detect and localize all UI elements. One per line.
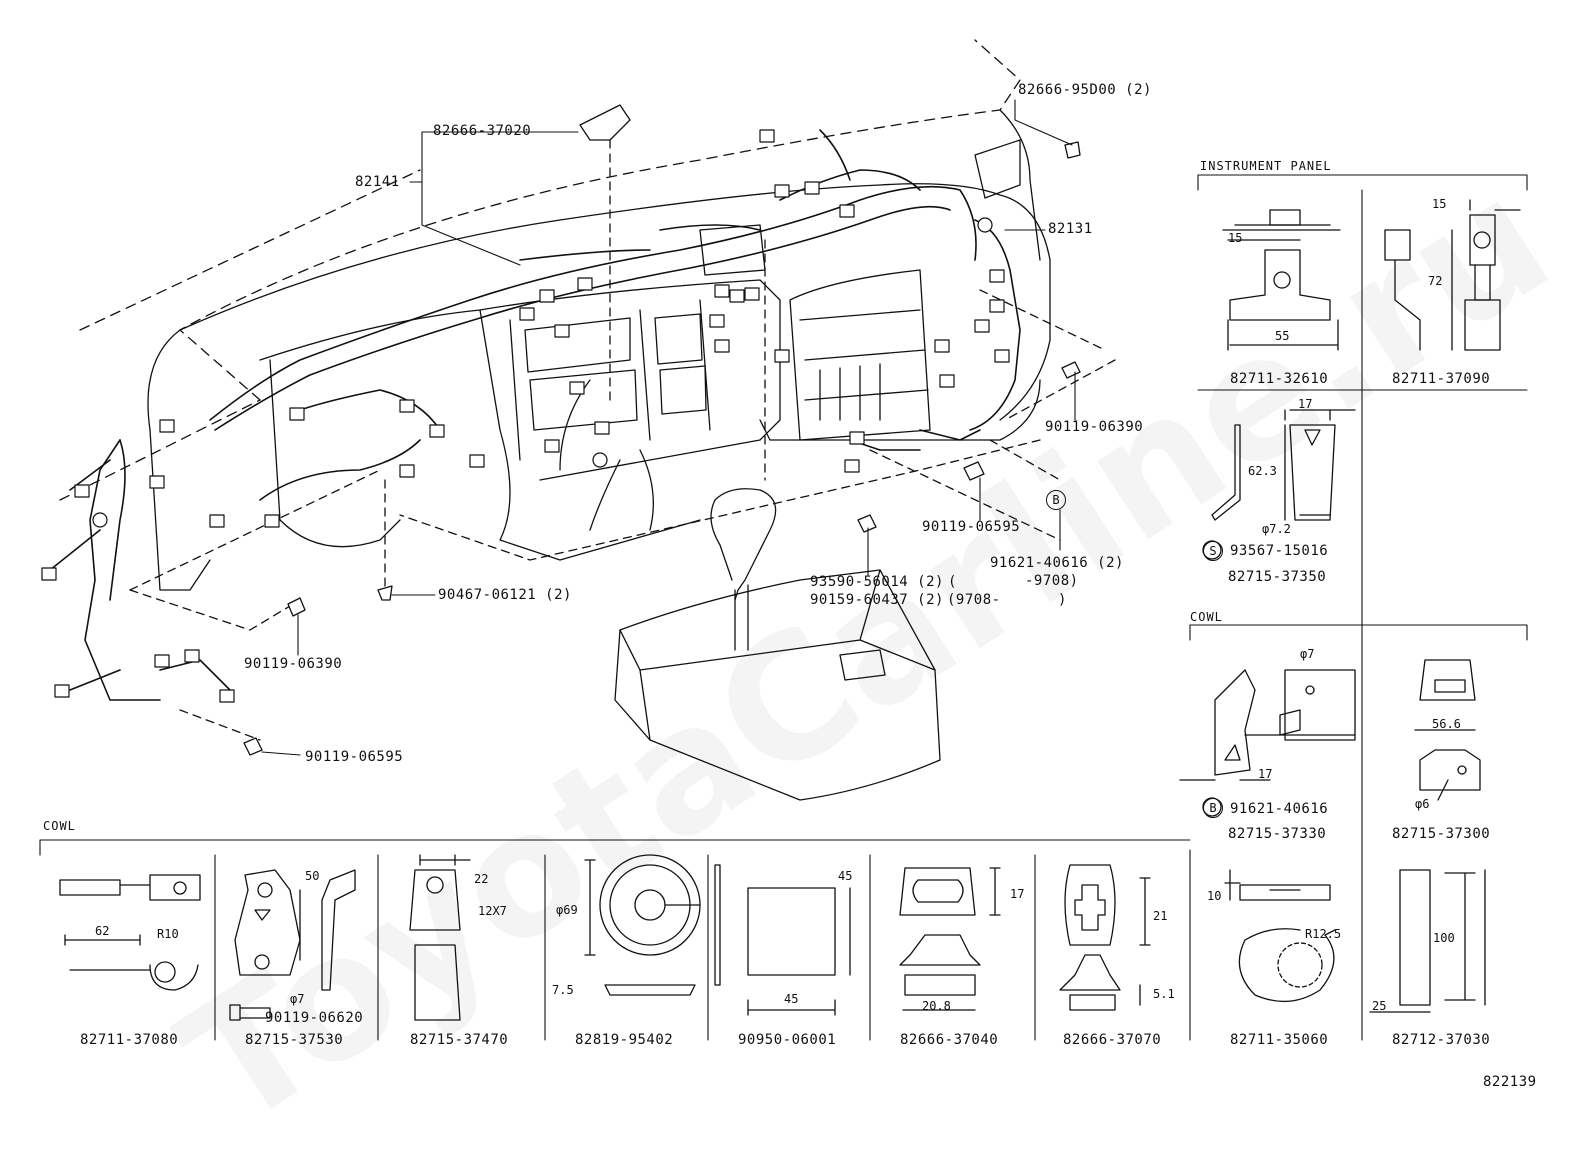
label-90119-06595-right: 90119-06595: [922, 519, 1021, 535]
clip-82715-37300-shape: [1414, 659, 1481, 801]
clip-82711-35060-shape: [1224, 869, 1336, 1003]
clip-82666-37070-shape: [1059, 864, 1151, 1011]
label-82666-95d00: 82666-95D00 (2): [1018, 82, 1152, 98]
pad-90950-06001-shape: [714, 864, 851, 1016]
label-90119-06390-right: 90119-06390: [1045, 419, 1144, 435]
dim-ip-17: 17: [1298, 397, 1313, 411]
dim-b-50: 50: [305, 869, 320, 883]
detail-82715-37530: 82715-37530: [245, 1032, 344, 1048]
dim-cowl-7: φ7: [1300, 647, 1315, 661]
clip-82712-37030-shape: [1369, 869, 1486, 1013]
detail-82666-37040: 82666-37040: [900, 1032, 999, 1048]
label-82141: 82141: [355, 174, 400, 190]
detail-82715-37300: 82715-37300: [1392, 826, 1491, 842]
detail-82715-37330: 82715-37330: [1228, 826, 1327, 842]
dim-b-17: 17: [1010, 887, 1025, 901]
detail-82819-95402: 82819-95402: [575, 1032, 674, 1048]
dim-ip-72: 72: [1428, 274, 1443, 288]
dim-b-5-1: 5.1: [1153, 987, 1175, 1001]
label-leaders: [261, 99, 1076, 756]
label-90119-06595-left: 90119-06595: [305, 749, 404, 765]
label-90159-60437: 90159-60437 (2): [810, 592, 944, 608]
shift-console: [614, 488, 941, 801]
dim-b-12x7: 12X7: [478, 904, 507, 918]
diagram-drawing: [39, 39, 1528, 1041]
dim-b-25: 25: [1372, 999, 1387, 1013]
dim-b-r10: R10: [157, 927, 179, 941]
dim-b-62: 62: [95, 924, 110, 938]
detail-82712-37030: 82712-37030: [1392, 1032, 1491, 1048]
detail-82711-35060: 82711-35060: [1230, 1032, 1329, 1048]
clip-82715-37350-shape: [1202, 409, 1356, 560]
dim-ip-7-2: φ7.2: [1262, 522, 1291, 536]
dim-ip-15a: 15: [1228, 231, 1243, 245]
dim-ip-15b: 15: [1432, 197, 1447, 211]
label-9708-b: (9708-: [947, 592, 1001, 608]
dim-b-10: 10: [1207, 889, 1222, 903]
clip-82715-37330-shape: [1179, 669, 1356, 817]
clip-82715-37530-shape: [229, 869, 356, 1021]
dim-cowl-56-6: 56.6: [1432, 717, 1461, 731]
detail-82711-37090: 82711-37090: [1392, 371, 1491, 387]
callout-b-detail: B: [1203, 798, 1223, 818]
section-cowl-bottom: COWL: [43, 819, 76, 833]
detail-82711-32610: 82711-32610: [1230, 371, 1329, 387]
cowl-right-box: [1189, 624, 1528, 851]
detail-82711-37080: 82711-37080: [80, 1032, 179, 1048]
dim-b-r12-5: R12.5: [1305, 927, 1342, 941]
label-90119-06390-left: 90119-06390: [244, 656, 343, 672]
label-90467-06121: 90467-06121 (2): [438, 587, 572, 603]
dim-b-45a: 45: [838, 869, 853, 883]
bolts: [243, 361, 1081, 756]
detail-90950-06001: 90950-06001: [738, 1032, 837, 1048]
callout-b-main: B: [1046, 490, 1066, 510]
callout-s-detail: S: [1203, 541, 1223, 561]
dim-b-45b: 45: [784, 992, 799, 1006]
dim-cowl-6: φ6: [1415, 797, 1430, 811]
section-cowl-right: COWL: [1190, 610, 1223, 624]
detail-82715-37350: 82715-37350: [1228, 569, 1327, 585]
detail-93567-15016: 93567-15016: [1230, 543, 1329, 559]
parts-diagram: ToyotaCarline.ru: [39, 39, 1582, 1166]
instrument-panel-box: [1197, 174, 1528, 641]
label-82131: 82131: [1048, 221, 1093, 237]
label-paren-open: (: [948, 574, 957, 590]
label-93590-56014: 93590-56014 (2): [810, 574, 944, 590]
dim-b-100: 100: [1433, 931, 1455, 945]
dim-b-20-8: 20.8: [922, 999, 951, 1013]
clip-82666-95d00-shape: [1064, 141, 1081, 159]
dim-b-7: φ7: [290, 992, 305, 1006]
label-paren-close: ): [1058, 592, 1067, 608]
dim-b-21: 21: [1153, 909, 1168, 923]
clip-82715-37470-shape: [409, 854, 471, 1021]
detail-90119-06620: 90119-06620: [265, 1010, 364, 1026]
dim-ip-62-3: 62.3: [1248, 464, 1277, 478]
detail-82715-37470: 82715-37470: [410, 1032, 509, 1048]
section-instrument-panel: INSTRUMENT PANEL: [1200, 159, 1332, 173]
detail-82666-37070: 82666-37070: [1063, 1032, 1162, 1048]
dashed-leaders: [129, 139, 1116, 741]
cowl-bottom-box: [39, 839, 1191, 1041]
harness-connectors: [41, 129, 1010, 703]
clip-82666-37040-shape: [899, 867, 1001, 1011]
detail-91621-40616: 91621-40616: [1230, 801, 1329, 817]
label-9708-a: -9708): [1025, 573, 1079, 589]
dim-cowl-17: 17: [1258, 767, 1273, 781]
clip-82711-37080-shape: [59, 874, 201, 991]
dashboard-outline: [59, 39, 1051, 591]
clip-82711-37090-shape: [1384, 199, 1521, 351]
dim-b-7-5: 7.5: [552, 983, 574, 997]
label-82666-37020: 82666-37020: [433, 123, 532, 139]
clip-82666-37020-shape: [579, 104, 631, 141]
dim-ip-55: 55: [1275, 329, 1290, 343]
diagram-code: 822139: [1483, 1074, 1537, 1090]
label-91621-40616: 91621-40616 (2): [990, 555, 1124, 571]
wire-harness: [49, 129, 1021, 701]
bottom-right-dividers: [1189, 849, 1363, 1041]
clip-82711-32610-shape: [1222, 209, 1341, 351]
dim-b-69: φ69: [556, 903, 578, 917]
grommet-82819-95402-shape: [584, 854, 701, 996]
dim-b-22: 22: [474, 872, 489, 886]
